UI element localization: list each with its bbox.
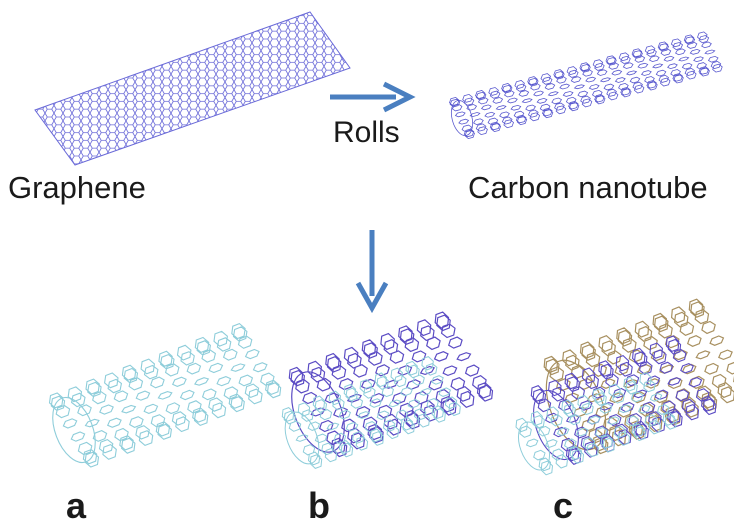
panel-c-label: c <box>553 485 574 526</box>
graphene-label: Graphene <box>8 170 146 205</box>
carbon-nanotube-lattice <box>449 31 723 140</box>
graphene-sheet <box>34 11 351 166</box>
double-wall-nanotube <box>281 311 494 469</box>
down-arrow-icon <box>355 230 389 314</box>
panel-b-label: b <box>308 485 330 526</box>
triple-wall-nanotube <box>515 298 734 476</box>
right-arrow-icon <box>330 81 416 113</box>
middle-wall <box>288 311 494 458</box>
single-wall-nanotube <box>48 322 282 468</box>
inner-wall <box>48 322 282 468</box>
inner-wall <box>281 356 461 469</box>
middle-wall <box>530 335 717 465</box>
inner-wall <box>515 372 677 476</box>
rolls-label: Rolls <box>333 116 400 149</box>
carbon-nanotube <box>449 31 723 140</box>
carbon-nanotube-label: Carbon nanotube <box>468 170 708 205</box>
panel-a-label: a <box>66 485 87 526</box>
